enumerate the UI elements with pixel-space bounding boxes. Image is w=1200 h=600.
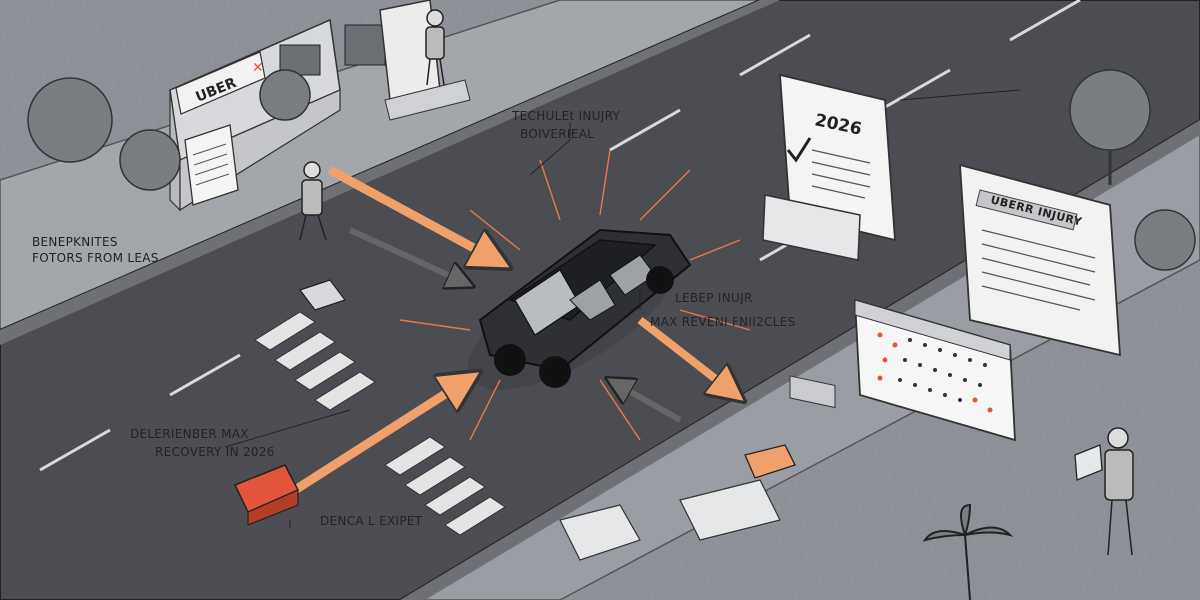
car-icon: [467, 228, 692, 390]
briefcase-icon: [233, 464, 300, 526]
notice-board-icon: [379, 0, 471, 121]
arrow-small-left: [348, 227, 470, 285]
paper-stand-icon: [184, 124, 239, 206]
laptop-icon: [1074, 444, 1103, 481]
annotation-right-line2: MAX REVENI FNII2CLES: [650, 315, 796, 329]
annotation-right-line1: LEBEP INUJR: [675, 291, 753, 305]
checkmark-icon: [786, 137, 812, 163]
traffic-cone-icon: [299, 279, 346, 311]
annotation-left-line1: BENEPKNITES: [32, 235, 118, 249]
crosswalk-bottom: [384, 436, 506, 536]
annotation-bottom-left-line1: DELERIENBER MAX: [130, 427, 249, 441]
person-icon: [425, 9, 445, 86]
document-icon: 2026: [762, 73, 896, 409]
notice-panel: UBERR INJURY: [959, 163, 1121, 357]
tree-icon: [27, 69, 1196, 271]
debris-slab: [679, 479, 781, 541]
red-x-mark: ✕: [252, 60, 264, 76]
annotation-bottom-left-line2: RECOVERY IN 2026: [155, 445, 275, 459]
calendar-icon: [854, 298, 1016, 442]
debris-slab: [559, 504, 641, 561]
annotation-left-line2: FOTORS FROM LEAS: [32, 251, 159, 265]
annotation-top-line1: TECHULEt INUJRY: [511, 109, 620, 123]
annotation-top-line2: BOIVERIEAL: [520, 127, 594, 141]
arrow-to-car-bottom: [292, 375, 475, 494]
crosswalk-left: [254, 311, 376, 411]
person-icon: [299, 161, 327, 241]
palm-tree-icon: [922, 503, 1014, 600]
annotation-bottom: DENCA L EXIPET: [320, 514, 423, 528]
direction-arrows: [292, 166, 740, 494]
arrow-from-car-right: [637, 316, 740, 398]
cone-block: [744, 444, 796, 479]
person-icon: [1104, 427, 1134, 556]
annotation-leaders: [224, 89, 1021, 528]
arrow-to-car-left: [327, 166, 505, 265]
arrow-small-right: [610, 380, 682, 423]
road-curb-upper: [0, 0, 780, 345]
